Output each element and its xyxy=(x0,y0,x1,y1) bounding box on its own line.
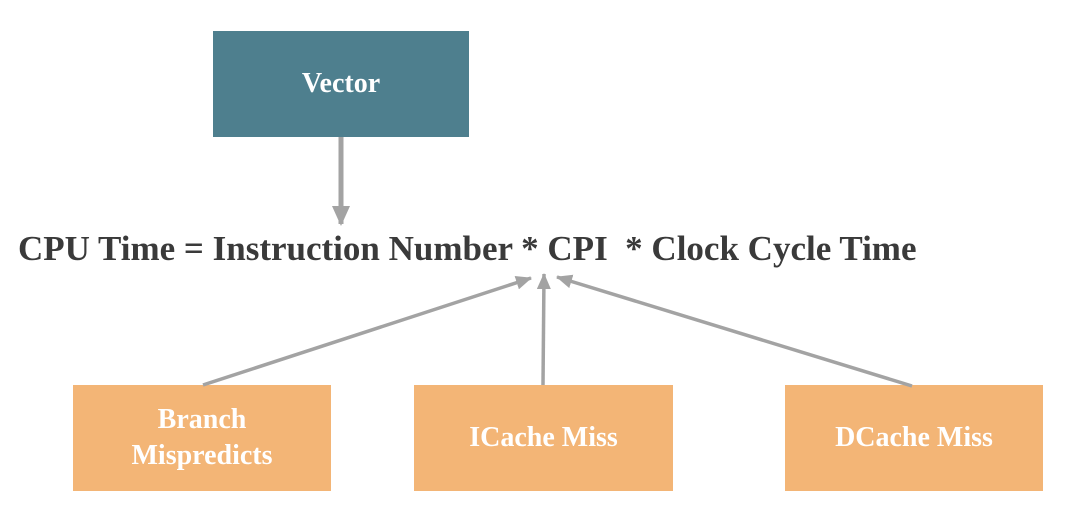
vector-box-label: Vector xyxy=(301,67,381,99)
branch-mispredicts-label: Branch Mispredicts xyxy=(131,403,273,471)
cpu-time-equation: CPU Time = Instruction Number * CPI * Cl… xyxy=(18,229,917,268)
arrow-icache-to-cpi xyxy=(536,273,551,386)
dcache-miss-box: DCache Miss xyxy=(785,385,1043,491)
icache-miss-label: ICache Miss xyxy=(469,421,618,453)
icache-miss-box: ICache Miss xyxy=(414,385,673,491)
vector-box: Vector xyxy=(213,31,469,137)
branch-mispredicts-box: Branch Mispredicts xyxy=(73,385,331,491)
arrow-dcache-to-cpi xyxy=(556,274,913,388)
arrow-branch-to-cpi xyxy=(202,275,532,387)
dcache-miss-label: DCache Miss xyxy=(835,421,993,453)
